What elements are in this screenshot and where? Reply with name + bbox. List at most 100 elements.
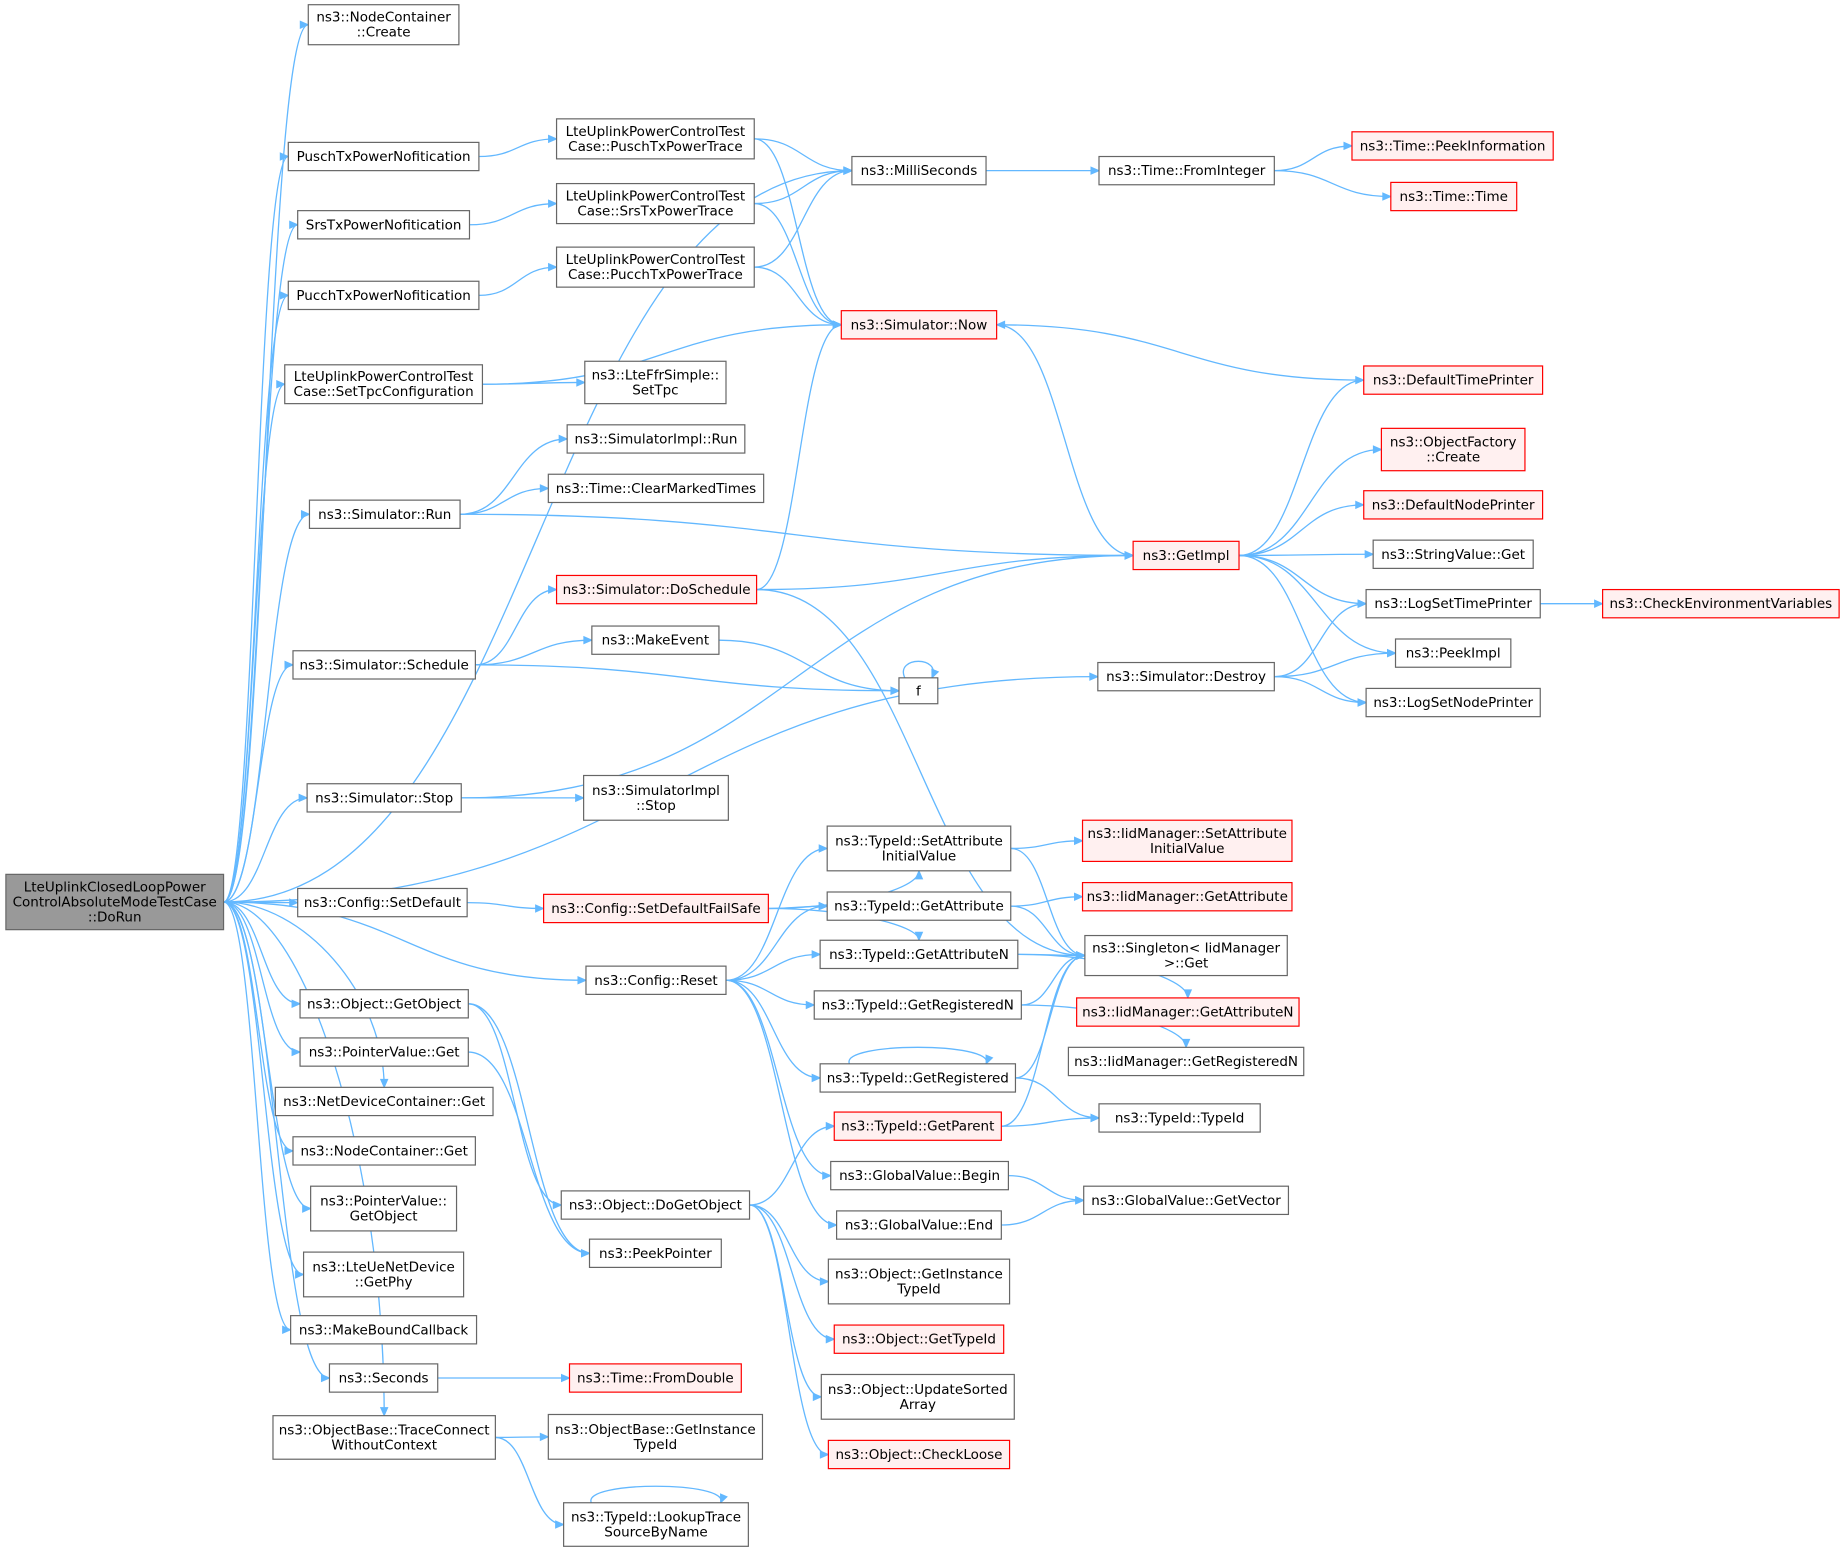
node-ns3-peekimpl[interactable]: ns3::PeekImpl — [1394, 638, 1512, 668]
node-label: GetObject — [350, 1209, 418, 1225]
node-ns3-typeid-getregistered[interactable]: ns3::TypeId::GetRegistered — [819, 1063, 1017, 1093]
node-ns3-logsettimeprinter[interactable]: ns3::LogSetTimePrinter — [1365, 588, 1541, 619]
node-box — [1365, 687, 1541, 718]
node-lteuplinkpowercontroltestcase-srstxpowertrace[interactable]: LteUplinkPowerControlTestCase::SrsTxPowe… — [555, 182, 755, 225]
edge-arrowhead — [1382, 192, 1393, 201]
edge-tidSetAttr-to-iidSetAttr — [1010, 840, 1083, 850]
node-box — [833, 1111, 1002, 1141]
edge-arrowhead — [812, 1392, 823, 1402]
edge-arrowhead — [295, 1270, 305, 1279]
node-pucchtxpowernofitication[interactable]: PucchTxPowerNofitication — [287, 280, 480, 311]
node-ns3-peekpointer[interactable]: ns3::PeekPointer — [588, 1238, 722, 1268]
node-ns3-object-gettypeid[interactable]: ns3::Object::GetTypeId — [833, 1324, 1005, 1354]
node-ns3-config-reset[interactable]: ns3::Config::Reset — [585, 965, 727, 995]
node-lteuplinkclosedlooppowercontrolabsolutemodetestcase-dorun[interactable]: LteUplinkClosedLoopPowerControlAbsoluteM… — [5, 873, 225, 931]
node-ns3-stringvalue-get[interactable]: ns3::StringValue::Get — [1372, 539, 1534, 569]
node-ns3-iidmanager-getattribute[interactable]: ns3::IidManager::GetAttribute — [1081, 881, 1293, 912]
node-srstxpowernofitication[interactable]: SrsTxPowerNofitication — [297, 210, 471, 240]
edge-arrowhead — [539, 484, 550, 493]
node-ns3-typeid-typeid[interactable]: ns3::TypeId::TypeId — [1098, 1103, 1261, 1133]
node-ns3-globalvalue-getvector[interactable]: ns3::GlobalValue::GetVector — [1083, 1185, 1290, 1216]
node-ns3-typeid-getparent[interactable]: ns3::TypeId::GetParent — [833, 1111, 1002, 1141]
node-label: ns3::GetImpl — [1143, 548, 1230, 564]
node-box — [836, 1210, 1002, 1240]
edge-arrowhead — [1343, 141, 1354, 151]
node-ns3-object-getobject[interactable]: ns3::Object::GetObject — [299, 989, 469, 1019]
node-ns3-pointervalue-getobject[interactable]: ns3::PointerValue::GetObject — [310, 1185, 458, 1232]
node-box — [299, 1037, 469, 1067]
edge-root-to-lteGetPhy — [223, 901, 304, 1276]
node-ns3-simulator-schedule[interactable]: ns3::Simulator::Schedule — [292, 650, 476, 680]
node-ns3-object-checkloose[interactable]: ns3::Object::CheckLoose — [827, 1439, 1011, 1470]
node-ns3-lteffrsimple-settpc[interactable]: ns3::LteFfrSimple::SetTpc — [584, 360, 727, 405]
edge-doSchedule-to-now — [756, 324, 842, 591]
node-ns3-globalvalue-end[interactable]: ns3::GlobalValue::End — [836, 1210, 1002, 1240]
node-ns3-simulator-doschedule[interactable]: ns3::Simulator::DoSchedule — [555, 574, 758, 605]
node-label: ns3::TypeId::GetRegistered — [827, 1070, 1009, 1086]
node-ns3-typeid-getattribute[interactable]: ns3::TypeId::GetAttribute — [826, 891, 1012, 921]
node-label: PuschTxPowerNofitication — [297, 149, 471, 165]
node-ns3-iidmanager-getregisteredn[interactable]: ns3::IidManager::GetRegisteredN — [1067, 1046, 1305, 1077]
node-ns3-object-dogetobject[interactable]: ns3::Object::DoGetObject — [560, 1190, 751, 1220]
node-label: SourceByName — [604, 1525, 707, 1541]
node-ns3-typeid-getattributen[interactable]: ns3::TypeId::GetAttributeN — [819, 939, 1019, 970]
node-ns3-iidmanager-getattributen[interactable]: ns3::IidManager::GetAttributeN — [1076, 997, 1300, 1027]
node-ns3-defaultnodeprinter[interactable]: ns3::DefaultNodePrinter — [1363, 490, 1544, 520]
node-ns3-seconds[interactable]: ns3::Seconds — [328, 1363, 439, 1393]
node-f[interactable]: f — [898, 677, 939, 705]
node-ns3-simulatorimpl-run[interactable]: ns3::SimulatorImpl::Run — [566, 424, 746, 454]
node-ns3-checkenvironmentvariables[interactable]: ns3::CheckEnvironmentVariables — [1602, 588, 1840, 619]
node-ns3-singleton-iidmanager-get[interactable]: ns3::Singleton< IidManager>::Get — [1084, 934, 1288, 977]
node-ns3-makeevent[interactable]: ns3::MakeEvent — [591, 625, 720, 655]
node-ns3-typeid-getregisteredn[interactable]: ns3::TypeId::GetRegisteredN — [813, 990, 1022, 1020]
node-ns3-time-time[interactable]: ns3::Time::Time — [1390, 181, 1518, 212]
node-ns3-globalvalue-begin[interactable]: ns3::GlobalValue::Begin — [830, 1160, 1009, 1191]
edge-arrowhead — [1387, 648, 1397, 658]
node-label: ns3::Config::SetDefaultFailSafe — [551, 901, 760, 917]
node-lteuplinkpowercontroltestcase-settpcconfiguration[interactable]: LteUplinkPowerControlTestCase::SetTpcCon… — [284, 364, 484, 405]
node-ns3-milliseconds[interactable]: ns3::MilliSeconds — [851, 155, 987, 186]
node-box — [584, 360, 727, 405]
node-ns3-defaulttimeprinter[interactable]: ns3::DefaultTimePrinter — [1363, 365, 1544, 395]
node-ns3-simulator-run[interactable]: ns3::Simulator::Run — [308, 499, 461, 529]
node-label: ns3::Time::ClearMarkedTimes — [556, 481, 756, 497]
node-label: ns3::LogSetNodePrinter — [1373, 695, 1533, 711]
node-ns3-simulator-now[interactable]: ns3::Simulator::Now — [840, 310, 998, 340]
node-ns3-time-frominteger[interactable]: ns3::Time::FromInteger — [1098, 155, 1275, 186]
node-ns3-objectfactory-create[interactable]: ns3::ObjectFactory::Create — [1380, 427, 1526, 472]
node-box — [302, 1251, 465, 1298]
node-ns3-simulatorimpl-stop[interactable]: ns3::SimulatorImpl::Stop — [583, 774, 729, 821]
node-ns3-config-setdefaultfailsafe[interactable]: ns3::Config::SetDefaultFailSafe — [543, 893, 769, 924]
node-ns3-time-peekinformation[interactable]: ns3::Time::PeekInformation — [1351, 131, 1554, 161]
node-ns3-simulator-destroy[interactable]: ns3::Simulator::Destroy — [1097, 661, 1275, 692]
node-ns3-time-clearmarkedtimes[interactable]: ns3::Time::ClearMarkedTimes — [547, 473, 765, 504]
node-ns3-makeboundcallback[interactable]: ns3::MakeBoundCallback — [290, 1315, 478, 1345]
node-ns3-iidmanager-setattributeinitialvalue[interactable]: ns3::IidManager::SetAttributeInitialValu… — [1081, 819, 1293, 863]
node-box — [820, 1373, 1015, 1420]
edge-gvEnd-to-gvGetVector — [1001, 1199, 1084, 1226]
node-ns3-time-fromdouble[interactable]: ns3::Time::FromDouble — [568, 1363, 742, 1393]
edge-arrowhead — [1090, 166, 1101, 175]
node-label: ns3::ObjectBase::TraceConnect — [279, 1422, 490, 1438]
node-label: ns3::StringValue::Get — [1381, 547, 1525, 563]
node-ns3-objectbase-traceconnectwithoutcontext[interactable]: ns3::ObjectBase::TraceConnectWithoutCont… — [272, 1415, 496, 1460]
node-ns3-config-setdefault[interactable]: ns3::Config::SetDefault — [297, 887, 468, 918]
node-ns3-nodecontainer-create[interactable]: ns3::NodeContainer::Create — [307, 4, 460, 46]
node-ns3-simulator-stop[interactable]: ns3::Simulator::Stop — [306, 783, 462, 813]
node-lteuplinkpowercontroltestcase-puschtxpowertrace[interactable]: LteUplinkPowerControlTestCase::PuschTxPo… — [555, 118, 755, 160]
edge-arrowhead — [298, 793, 309, 803]
node-ns3-netdevicecontainer-get[interactable]: ns3::NetDeviceContainer::Get — [274, 1086, 494, 1117]
node-lteuplinkpowercontroltestcase-pucchtxpowertrace[interactable]: LteUplinkPowerControlTestCase::PucchTxPo… — [555, 246, 755, 288]
node-ns3-logsetnodeprinter[interactable]: ns3::LogSetNodePrinter — [1365, 687, 1541, 718]
node-ns3-pointervalue-get[interactable]: ns3::PointerValue::Get — [299, 1037, 469, 1067]
node-puschtxpowernofitication[interactable]: PuschTxPowerNofitication — [287, 141, 480, 172]
node-ns3-getimpl[interactable]: ns3::GetImpl — [1132, 540, 1240, 571]
node-box — [292, 1136, 476, 1166]
node-ns3-lteuenetdevice-getphy[interactable]: ns3::LteUeNetDevice::GetPhy — [302, 1251, 465, 1298]
node-ns3-nodecontainer-get[interactable]: ns3::NodeContainer::Get — [292, 1136, 476, 1166]
